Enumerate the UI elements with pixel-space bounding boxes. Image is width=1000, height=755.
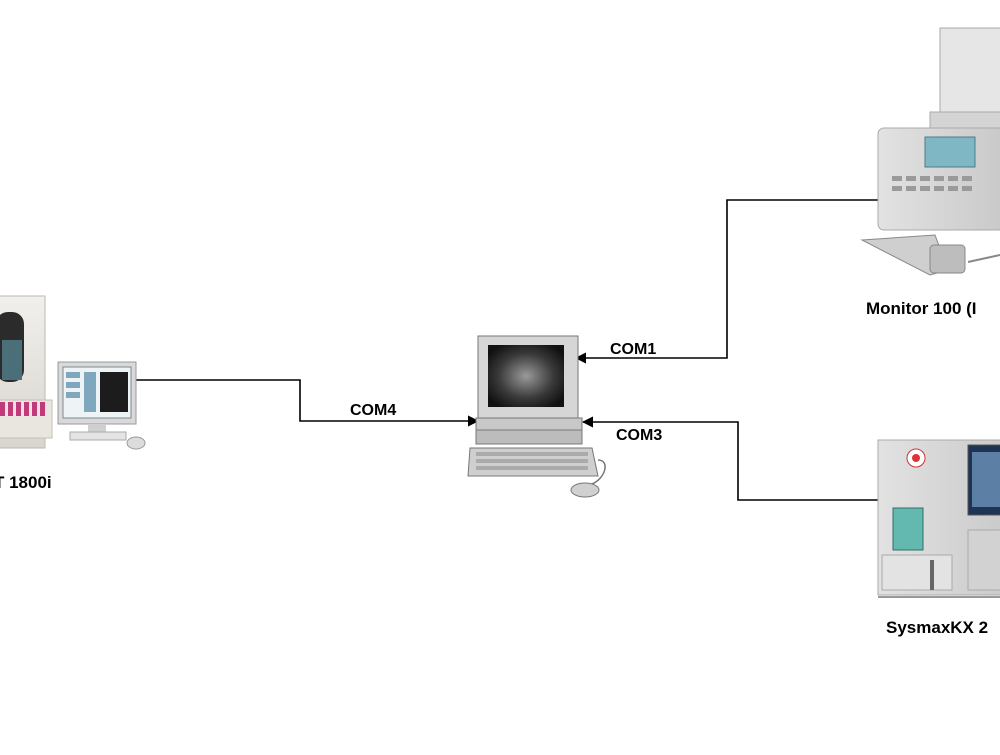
top-right-analyzer-label: Monitor 100 (I: [866, 299, 977, 318]
left-analyzer-image: [0, 295, 146, 450]
connection-com3: [581, 416, 878, 501]
port-label-com3: COM3: [616, 427, 663, 444]
connection-com4: [130, 379, 480, 427]
port-label-com4: COM4: [350, 402, 397, 419]
central-computer-image: [467, 335, 606, 498]
port-label-com1: COM1: [610, 341, 657, 358]
bottom-right-analyzer-image: [877, 439, 1000, 598]
bottom-right-analyzer-label: SysmaxKX 2: [886, 618, 989, 637]
left-analyzer-label: T 1800i: [0, 473, 52, 492]
connection-com1: [574, 199, 880, 364]
top-right-analyzer-image: [860, 27, 1000, 276]
